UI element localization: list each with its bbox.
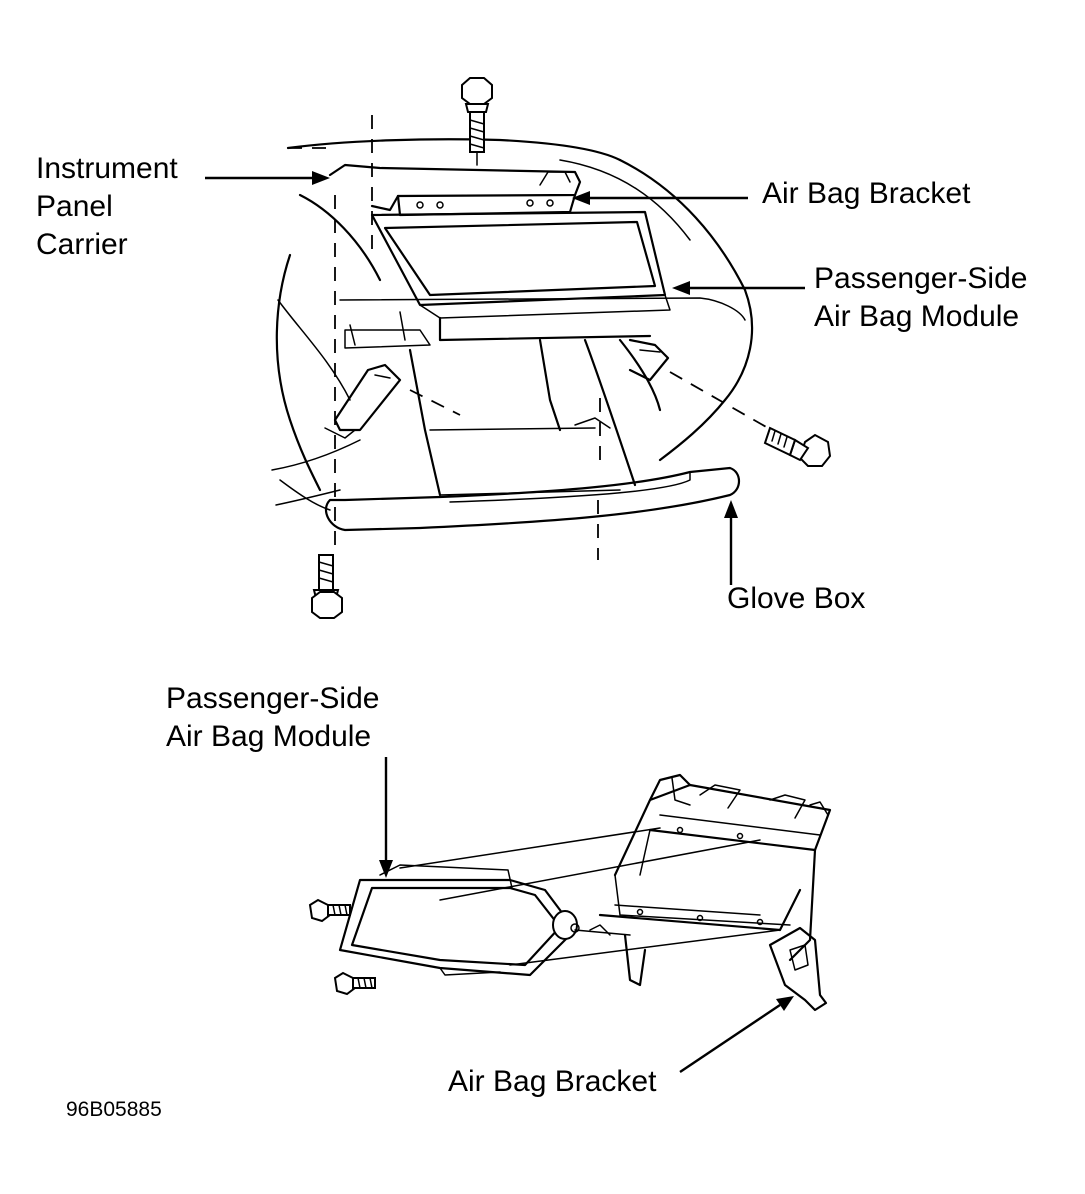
bolt-icon (763, 426, 832, 467)
label-passenger-module-bottom: Passenger-Side Air Bag Module (166, 680, 379, 756)
label-line: Carrier (36, 228, 128, 261)
label-glove-box: Glove Box (727, 580, 865, 618)
bolt-icon (333, 971, 376, 996)
instrument-panel-drawing (271, 138, 754, 532)
leader-instrument-panel-carrier (205, 171, 330, 185)
leader-passenger-module-top (672, 281, 805, 295)
label-instrument-panel-carrier: Instrument Panel Carrier (36, 150, 178, 264)
fastener-axis-lines (288, 115, 776, 560)
bolt-icon (311, 554, 343, 619)
label-passenger-module-top: Passenger-Side Air Bag Module (814, 260, 1027, 336)
label-air-bag-bracket-top: Air Bag Bracket (762, 175, 970, 213)
leader-glove-box (724, 500, 738, 585)
label-line: Air Bag Bracket (448, 1065, 657, 1098)
label-air-bag-bracket-bottom: Air Bag Bracket (448, 1063, 656, 1101)
label-line: Air Bag Bracket (762, 177, 971, 210)
leader-passenger-module-bottom (379, 757, 393, 878)
passenger-module-drawing (338, 827, 781, 977)
label-line: Air Bag Module (814, 300, 1020, 333)
air-bag-bracket-drawing (589, 773, 832, 1012)
label-line: Passenger-Side (814, 262, 1028, 295)
leader-air-bag-bracket-bottom (679, 996, 794, 1073)
label-line: Passenger-Side (166, 682, 380, 715)
label-line: Instrument (36, 152, 178, 185)
figure-id: 96B05885 (66, 1098, 162, 1121)
label-line: Glove Box (727, 582, 866, 615)
label-line: Air Bag Module (166, 720, 372, 753)
leader-air-bag-bracket-top (572, 191, 748, 205)
label-line: Panel (36, 190, 113, 223)
bolt-icon (461, 77, 493, 166)
bolt-icon (308, 898, 351, 923)
